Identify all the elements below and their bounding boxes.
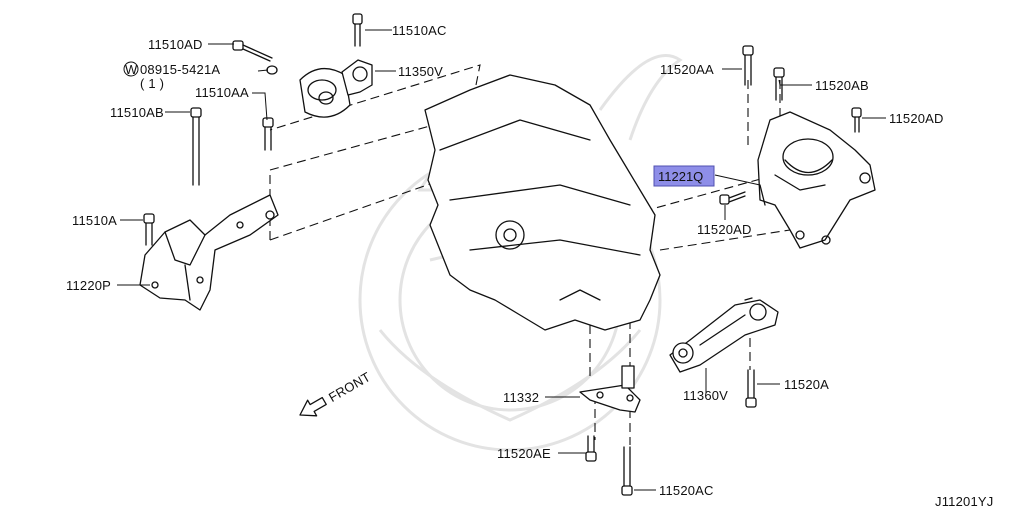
label-11520a[interactable]: 11520A [784,377,829,392]
bolt-11510ad [232,40,278,75]
label-08915-qty: ( 1 ) [140,76,164,91]
label-08915-5421a[interactable]: 08915-5421A [140,62,220,77]
bolt-11520ac [621,446,633,496]
label-11360v[interactable]: 11360V [683,388,728,403]
bolt-11510aa [262,117,274,151]
bolt-11510ab [190,107,202,186]
bolt-11520ae [585,435,597,462]
washer-symbol: W [123,61,139,77]
label-11520aa[interactable]: 11520AA [660,62,714,77]
mount-11221q [757,111,876,249]
bolt-11520ad-top [851,107,862,133]
label-11332[interactable]: 11332 [503,390,539,405]
label-11510ac[interactable]: 11510AC [392,23,447,38]
bolt-11510ac [352,13,363,47]
bracket-11220p [139,194,279,311]
label-11350v[interactable]: 11350V [398,64,443,79]
mount-11350v [299,59,373,118]
label-11520ab[interactable]: 11520AB [815,78,869,93]
rod-11360v [669,297,779,373]
front-arrow: FRONT [299,369,373,417]
label-11510ad[interactable]: 11510AD [148,37,203,52]
label-11520ad-bottom[interactable]: 11520AD [697,222,752,237]
leader-lines [117,29,886,491]
label-11520ae[interactable]: 11520AE [497,446,551,461]
label-11220p[interactable]: 11220P [66,278,111,293]
highlight-box[interactable] [653,165,715,187]
reference-code: J11201YJ [935,494,993,509]
front-label: FRONT [326,369,373,405]
bolt-11520ab [773,67,785,101]
label-11510aa[interactable]: 11510AA [195,85,249,100]
label-11520ad-top[interactable]: 11520AD [889,111,944,126]
label-11510ab[interactable]: 11510AB [110,105,164,120]
bracket-11332 [579,365,641,413]
bolt-11510a [143,213,155,246]
label-11510a[interactable]: 11510A [72,213,117,228]
bolt-11520ad-bottom [719,191,746,205]
label-11520ac[interactable]: 11520AC [659,483,714,498]
washer-symbol-letter: W [125,62,138,77]
bolt-11520a [745,369,757,408]
label-11221q[interactable]: 11221Q [658,169,703,184]
bolt-11520aa [742,45,754,86]
engine-block [424,74,661,331]
part-labels: 11510AD 11510AC 08915-5421A ( 1 ) 11350V… [66,23,993,509]
